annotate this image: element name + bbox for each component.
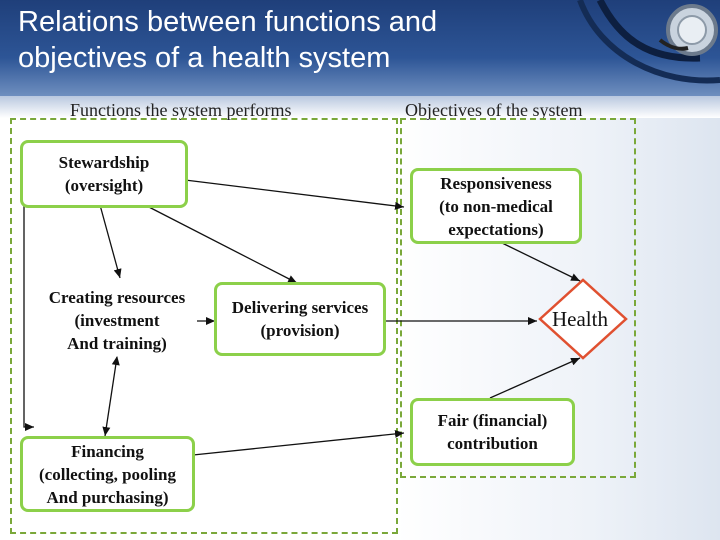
stethoscope-icon — [577, 0, 720, 84]
header-fade — [0, 96, 720, 118]
arrow-stewardship-financing — [23, 180, 34, 431]
arrow-stewardship-responsiveness — [184, 179, 405, 210]
arrow-stewardship-resources — [99, 204, 122, 279]
health-diamond — [538, 278, 628, 360]
arrow-resources-financing — [102, 356, 120, 437]
page-title: Relations between functions and objectiv… — [18, 4, 538, 76]
responsiveness-box: Responsiveness (to non-medical expectati… — [410, 168, 582, 244]
fair-contribution-box: Fair (financial) contribution — [410, 398, 575, 466]
header-band — [0, 0, 720, 96]
financing-box: Financing (collecting, pooling And purch… — [20, 436, 195, 512]
delivering-services-box: Delivering services (provision) — [214, 282, 386, 356]
functions-column-heading: Functions the system performs — [70, 100, 292, 120]
title-line-1: Relations between functions and — [18, 6, 438, 38]
objectives-column-heading: Objectives of the system — [405, 100, 583, 120]
arrow-financing-fair — [192, 429, 405, 456]
title-line-2: objectives of a health system — [18, 42, 391, 74]
arrow-fair-health — [489, 357, 581, 399]
arrow-stewardship-delivering — [144, 204, 298, 284]
objectives-panel — [400, 118, 636, 478]
health-label: Health — [552, 307, 608, 331]
creating-resources-box: Creating resources (investment And train… — [48, 287, 186, 353]
stewardship-box: Stewardship (oversight) — [20, 140, 188, 208]
functions-panel — [10, 118, 398, 534]
arrow-responsiveness-health — [499, 241, 581, 282]
